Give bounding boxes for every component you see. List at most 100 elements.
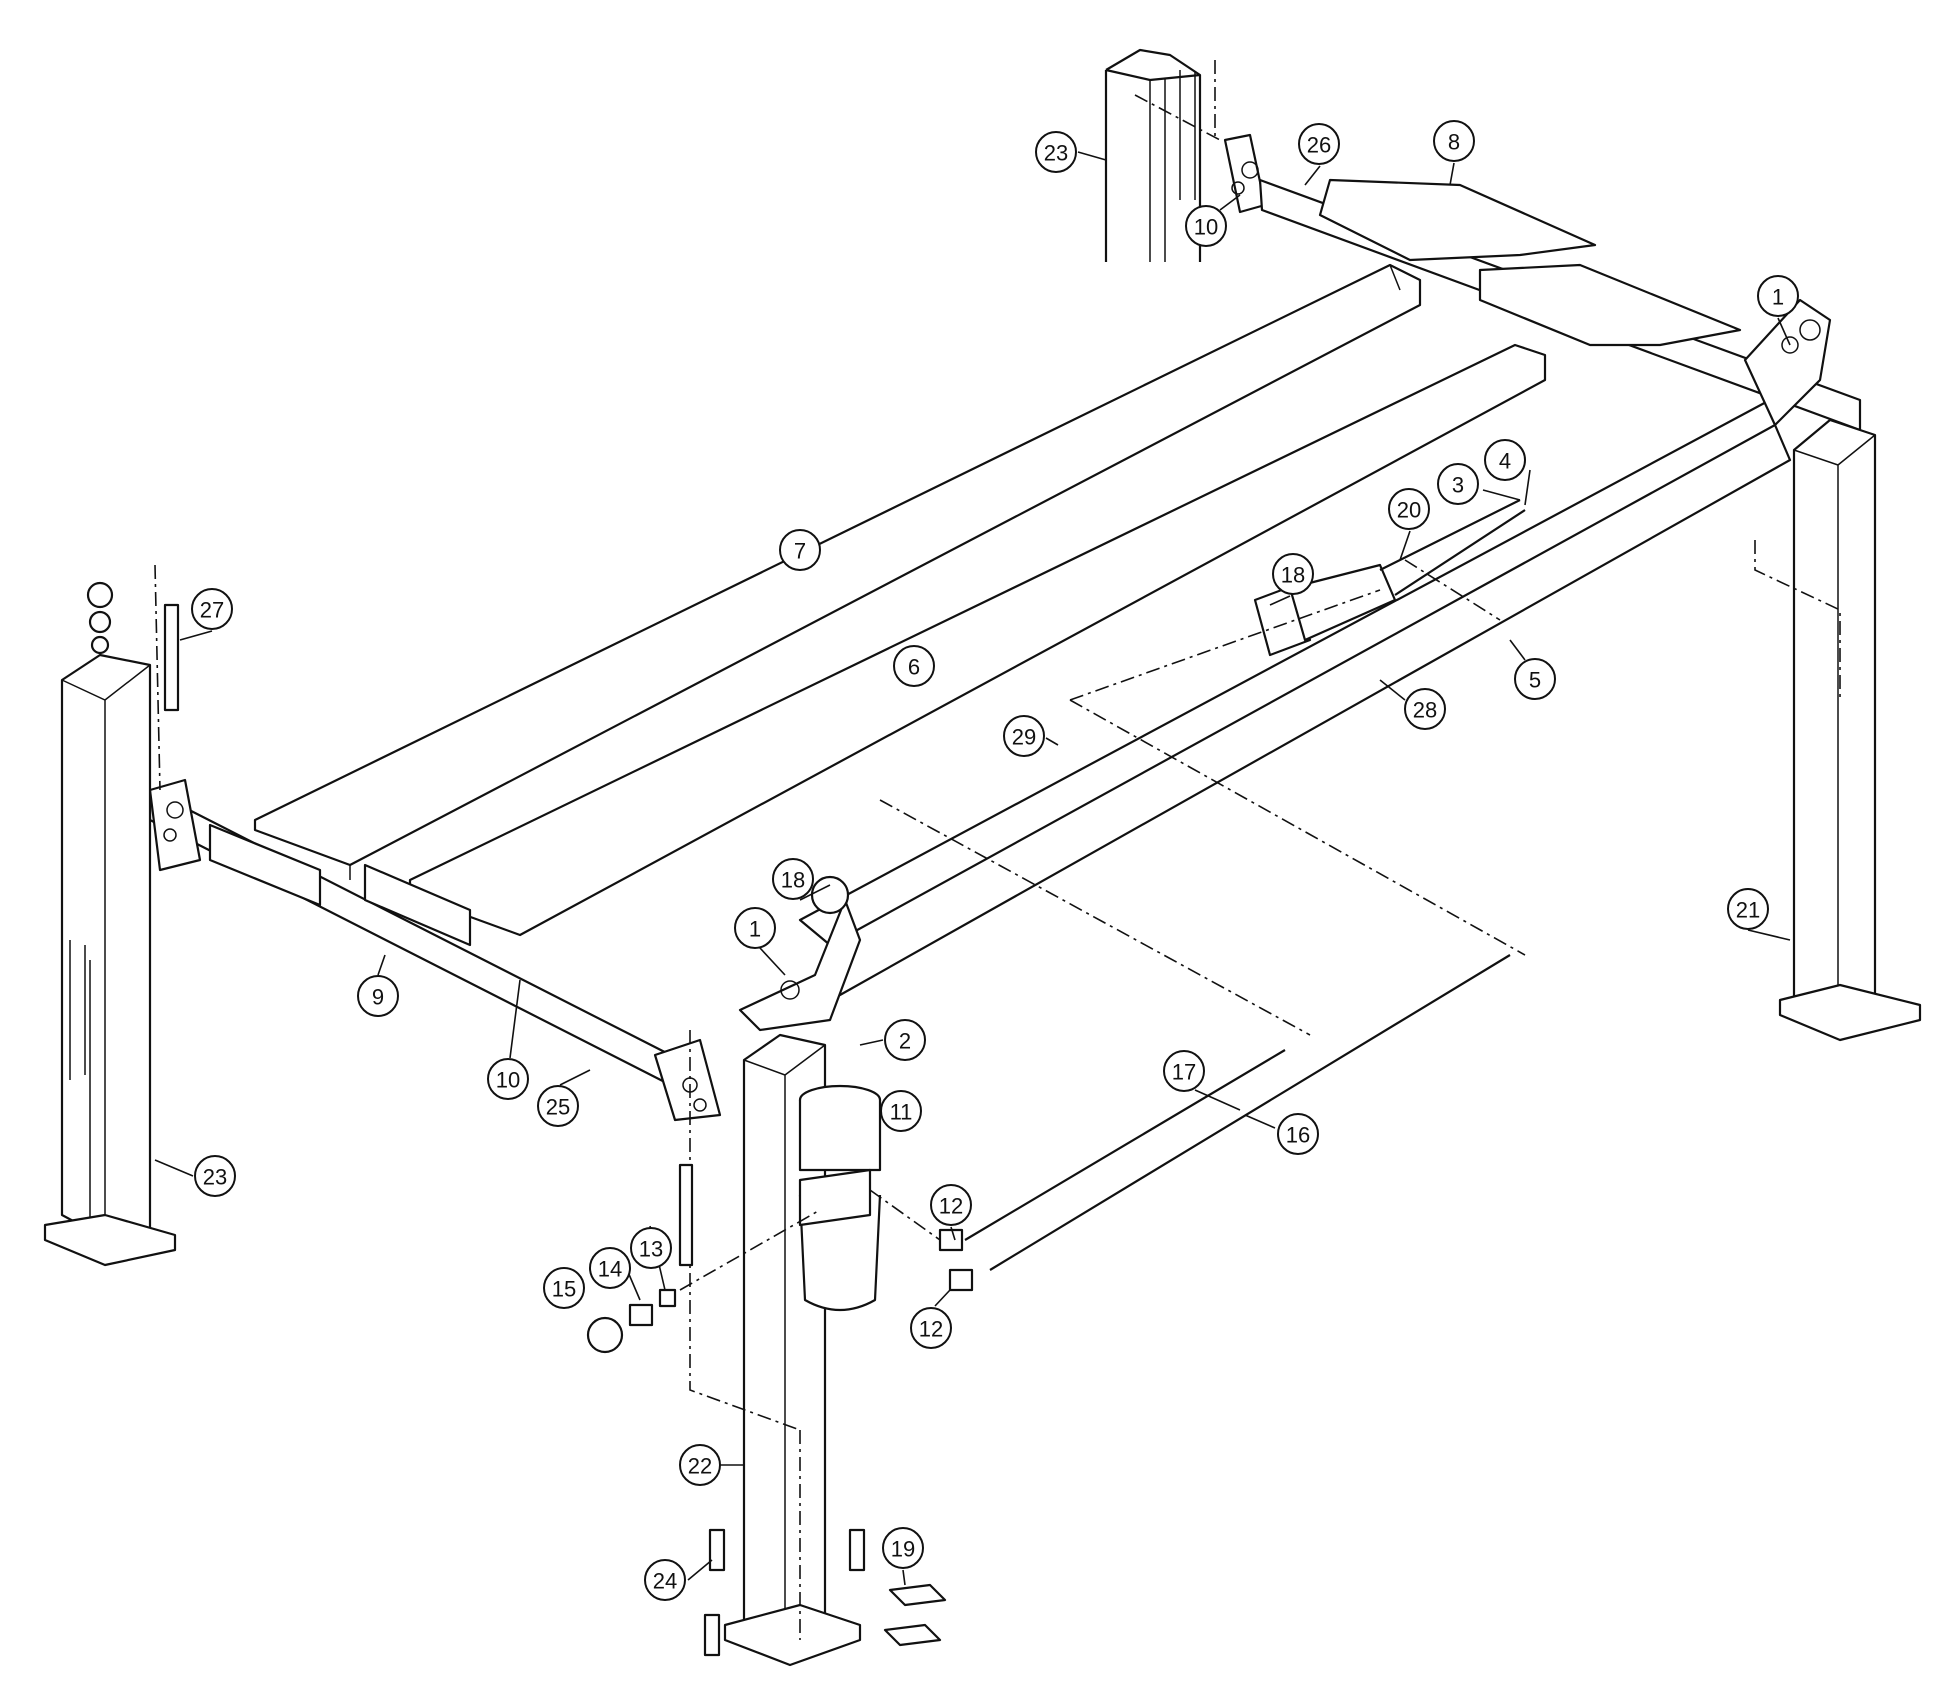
callout-23: 23 (1035, 131, 1077, 173)
callout-circle (1404, 688, 1446, 730)
callout-circle (194, 1155, 236, 1197)
callout-11: 11 (880, 1090, 922, 1132)
callout-7: 7 (779, 529, 821, 571)
front-left-post (43, 564, 180, 1267)
callout-number: 3 (1452, 473, 1464, 498)
callout-number: 15 (552, 1277, 576, 1302)
callout-circle (1298, 123, 1340, 165)
callout-number: 10 (1194, 215, 1218, 240)
callout-3: 3 (1437, 463, 1479, 505)
callout-1: 1 (1757, 275, 1799, 317)
callout-circle (1437, 463, 1479, 505)
callout-number: 23 (203, 1165, 227, 1190)
callout-13: 13 (630, 1227, 672, 1269)
callout-number: 29 (1012, 725, 1036, 750)
callout-number: 9 (372, 985, 384, 1010)
callout-24: 24 (644, 1559, 686, 1601)
front-lock-bracket (738, 875, 862, 1032)
callout-23: 23 (194, 1155, 236, 1197)
callout-number: 12 (939, 1194, 963, 1219)
callout-number: 12 (919, 1317, 943, 1342)
callout-12: 12 (910, 1307, 952, 1349)
callout-number: 24 (653, 1569, 677, 1594)
hydraulic-hoses (869, 699, 1526, 1292)
callout-circle (679, 1444, 721, 1486)
callout-circle (1277, 1113, 1319, 1155)
callout-circle (487, 1058, 529, 1100)
callout-circle (1514, 658, 1556, 700)
leader-lines (154, 151, 1791, 1586)
front-crossbeam (148, 778, 722, 1122)
callout-number: 14 (598, 1257, 622, 1282)
callout-8: 8 (1433, 120, 1475, 162)
callout-27: 27 (191, 588, 233, 630)
callout-circle (882, 1527, 924, 1569)
callout-number: 8 (1448, 130, 1460, 155)
rear-left-post (1104, 48, 1221, 262)
callout-circle (630, 1227, 672, 1269)
callout-circle (537, 1085, 579, 1127)
callout-4: 4 (1484, 439, 1526, 481)
callout-number: 17 (1172, 1060, 1196, 1085)
callout-circle (1272, 553, 1314, 595)
front-right-post (1754, 418, 1922, 1042)
callout-number: 5 (1529, 668, 1541, 693)
callout-25: 25 (537, 1085, 579, 1127)
callout-circle (779, 529, 821, 571)
callout-number: 11 (890, 1100, 913, 1125)
callout-number: 7 (794, 539, 806, 564)
callout-16: 16 (1277, 1113, 1319, 1155)
callout-2: 2 (884, 1019, 926, 1061)
callout-circle (880, 1090, 922, 1132)
callout-circle (1727, 888, 1769, 930)
callout-circle (1035, 131, 1077, 173)
callout-number: 27 (200, 598, 224, 623)
callout-21: 21 (1727, 888, 1769, 930)
callout-circle (930, 1184, 972, 1226)
callout-number: 1 (749, 917, 761, 942)
callout-number: 2 (899, 1029, 911, 1054)
callout-circle (734, 907, 776, 949)
callout-number: 22 (688, 1454, 712, 1479)
callout-circle (1003, 715, 1045, 757)
callout-number: 1 (1772, 285, 1784, 310)
callout-number: 16 (1286, 1123, 1310, 1148)
callout-circle (589, 1247, 631, 1289)
callout-circle (191, 588, 233, 630)
callout-number: 23 (1044, 141, 1068, 166)
callout-10: 10 (1185, 205, 1227, 247)
callout-22: 22 (679, 1444, 721, 1486)
callout-circle (893, 645, 935, 687)
callout-18: 18 (1272, 553, 1314, 595)
callout-number: 18 (781, 868, 805, 893)
callout-number: 10 (496, 1068, 520, 1093)
callout-number: 6 (908, 655, 920, 680)
callout-6: 6 (893, 645, 935, 687)
hydraulic-cylinder (1069, 499, 1526, 701)
release-knob-assembly (586, 1163, 821, 1354)
callout-circle (543, 1267, 585, 1309)
hydraulic-pump (798, 1084, 882, 1311)
anchor-bolts-and-shims (703, 1528, 947, 1657)
callout-14: 14 (589, 1247, 631, 1289)
callout-circle (644, 1559, 686, 1601)
callout-circle (910, 1307, 952, 1349)
callout-number: 21 (1736, 898, 1760, 923)
callout-circle (772, 858, 814, 900)
callout-circle (1484, 439, 1526, 481)
callout-12: 12 (930, 1184, 972, 1226)
callout-number: 28 (1413, 698, 1437, 723)
callout-circle (884, 1019, 926, 1061)
callout-29: 29 (1003, 715, 1045, 757)
callout-18: 18 (772, 858, 814, 900)
callout-10: 10 (487, 1058, 529, 1100)
callout-circle (1185, 205, 1227, 247)
callout-1: 1 (734, 907, 776, 949)
callout-circle (1163, 1050, 1205, 1092)
approach-ramps (1318, 178, 1742, 347)
callout-number: 18 (1281, 563, 1305, 588)
callout-5: 5 (1514, 658, 1556, 700)
